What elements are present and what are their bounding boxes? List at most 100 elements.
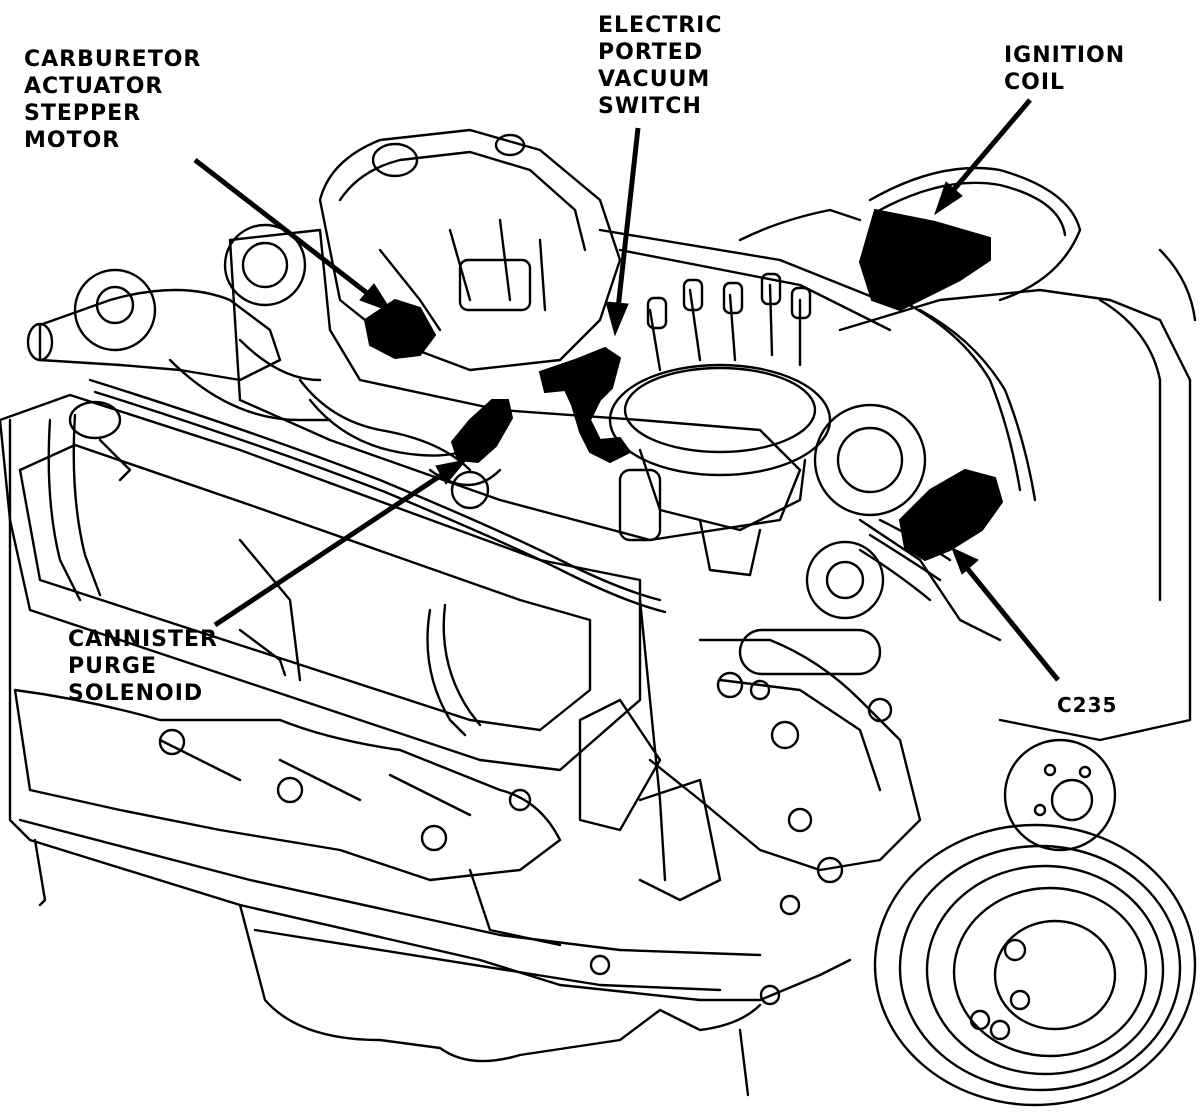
timing-bolt-7 <box>779 894 801 916</box>
distributor-cap <box>608 363 832 477</box>
timing-cover <box>648 638 922 872</box>
label-ignition-coil: IGNITION COIL <box>1004 42 1125 96</box>
exhaust-port-2 <box>278 758 362 802</box>
heater-hose-2 <box>238 338 322 382</box>
label-line: ACTUATOR <box>24 74 164 99</box>
alternator-inner <box>836 426 904 494</box>
left-valve-cover <box>0 393 642 772</box>
block-bolt-1 <box>589 954 611 976</box>
thermostat-cap <box>95 285 135 325</box>
distributor-body <box>638 448 807 532</box>
pulley-bolt-1 <box>1043 763 1057 777</box>
exhaust-manifold <box>13 688 562 882</box>
water-pump-pulley <box>1003 738 1117 852</box>
plug-wire-2 <box>688 288 702 362</box>
manifold-bolt-3 <box>420 824 448 852</box>
breather-tube <box>47 418 82 602</box>
crank-pulley-groove-1 <box>898 844 1182 1092</box>
plug-wire-1 <box>648 308 662 372</box>
carburetor-top <box>338 150 587 252</box>
c235-connector <box>898 468 1004 562</box>
timing-cover-inner <box>718 678 882 792</box>
harness-right <box>898 298 1022 492</box>
crank-bolt-2 <box>1009 989 1031 1011</box>
engine-mount <box>578 698 662 832</box>
timing-bolt-3 <box>867 697 893 723</box>
block-bolt-2 <box>759 984 781 1006</box>
power-steering-pump <box>805 540 885 620</box>
pcv-hose-2 <box>442 603 482 727</box>
cannister-purge-solenoid <box>450 399 514 464</box>
mount-cable <box>638 598 667 882</box>
manifold-bolt-1 <box>158 728 186 756</box>
exhaust-port-3 <box>388 773 472 817</box>
carburetor-body <box>318 128 622 372</box>
crank-pulley-groove-2 <box>925 864 1165 1076</box>
label-line: PURGE <box>68 654 158 679</box>
sensor-body <box>618 468 662 542</box>
vacuum-leader-line <box>614 127 641 319</box>
heater-hose <box>168 358 332 422</box>
harness-right-2 <box>918 308 1037 502</box>
alternator <box>813 403 927 517</box>
label-line: ELECTRIC <box>598 13 723 38</box>
purge-leader-line <box>213 465 454 628</box>
alternator-bracket <box>858 518 1002 642</box>
oil-pan-flange <box>253 928 722 992</box>
left-valve-cover-inner <box>18 443 592 732</box>
egr-valve <box>223 223 307 307</box>
label-line: VACUUM <box>598 67 711 92</box>
water-pump-hub <box>1050 778 1094 822</box>
coil-harness-2 <box>868 166 1082 302</box>
distributor-shaft <box>698 518 762 577</box>
block-lower-line <box>18 818 762 957</box>
intake-runners-2 <box>618 248 892 332</box>
label-line: PORTED <box>598 40 704 65</box>
label-line: MOTOR <box>24 128 121 153</box>
egr-valve-inner <box>241 241 289 289</box>
label-line: IGNITION <box>1004 43 1126 68</box>
coil-leader-line <box>943 98 1032 202</box>
crank-pulley-hub <box>993 919 1117 1031</box>
coil-harness <box>738 208 862 242</box>
engine-mount-2 <box>638 778 722 902</box>
valve-cover-rib <box>238 538 302 682</box>
thermostat-housing <box>73 268 157 352</box>
distributor-cap-inner <box>623 366 817 454</box>
manifold-bolt-4 <box>508 788 532 812</box>
wiring-harness-2 <box>93 390 667 614</box>
pulley-bolt-2 <box>1078 765 1092 779</box>
plug-boot-1 <box>646 296 668 330</box>
exhaust-port-1 <box>158 738 242 782</box>
carb-vent <box>494 133 526 157</box>
vacuum-hose-1 <box>298 378 472 472</box>
c235-harness-2 <box>868 533 942 582</box>
block-lower-line-2 <box>468 868 562 947</box>
intake-manifold <box>228 228 802 542</box>
timing-bolt-2 <box>749 679 771 701</box>
timing-bolt-1 <box>716 671 744 699</box>
intake-runners <box>598 228 882 302</box>
carb-leader-line <box>193 158 382 305</box>
right-head-inner <box>1098 298 1162 602</box>
crank-bolt-4 <box>969 1009 991 1031</box>
fan-shroud <box>1158 248 1197 322</box>
pulley-bolt-3 <box>1033 803 1047 817</box>
plug-boot-5 <box>790 286 812 320</box>
sensor-cannister <box>450 470 490 510</box>
block-side-line <box>33 838 47 907</box>
label-cannister-purge-solenoid: CANNISTER PURGE SOLENOID <box>68 626 218 707</box>
label-electric-ported-vacuum-switch: ELECTRIC PORTED VACUUM SWITCH <box>598 12 723 120</box>
label-carburetor-actuator-stepper-motor: CARBURETOR ACTUATOR STEPPER MOTOR <box>24 46 201 154</box>
vacuum-leader-arrowhead <box>605 301 629 337</box>
plug-wire-3 <box>728 293 737 362</box>
electric-ported-vacuum-switch <box>538 346 632 464</box>
label-line: CANNISTER <box>68 627 219 652</box>
c235-leader-arrowhead <box>951 547 979 575</box>
wiring-harness <box>88 378 662 602</box>
engine-block-outline <box>8 418 852 1002</box>
carb-choke <box>371 142 419 178</box>
hose-end <box>26 322 54 362</box>
purge-leader-arrowhead <box>435 459 468 485</box>
